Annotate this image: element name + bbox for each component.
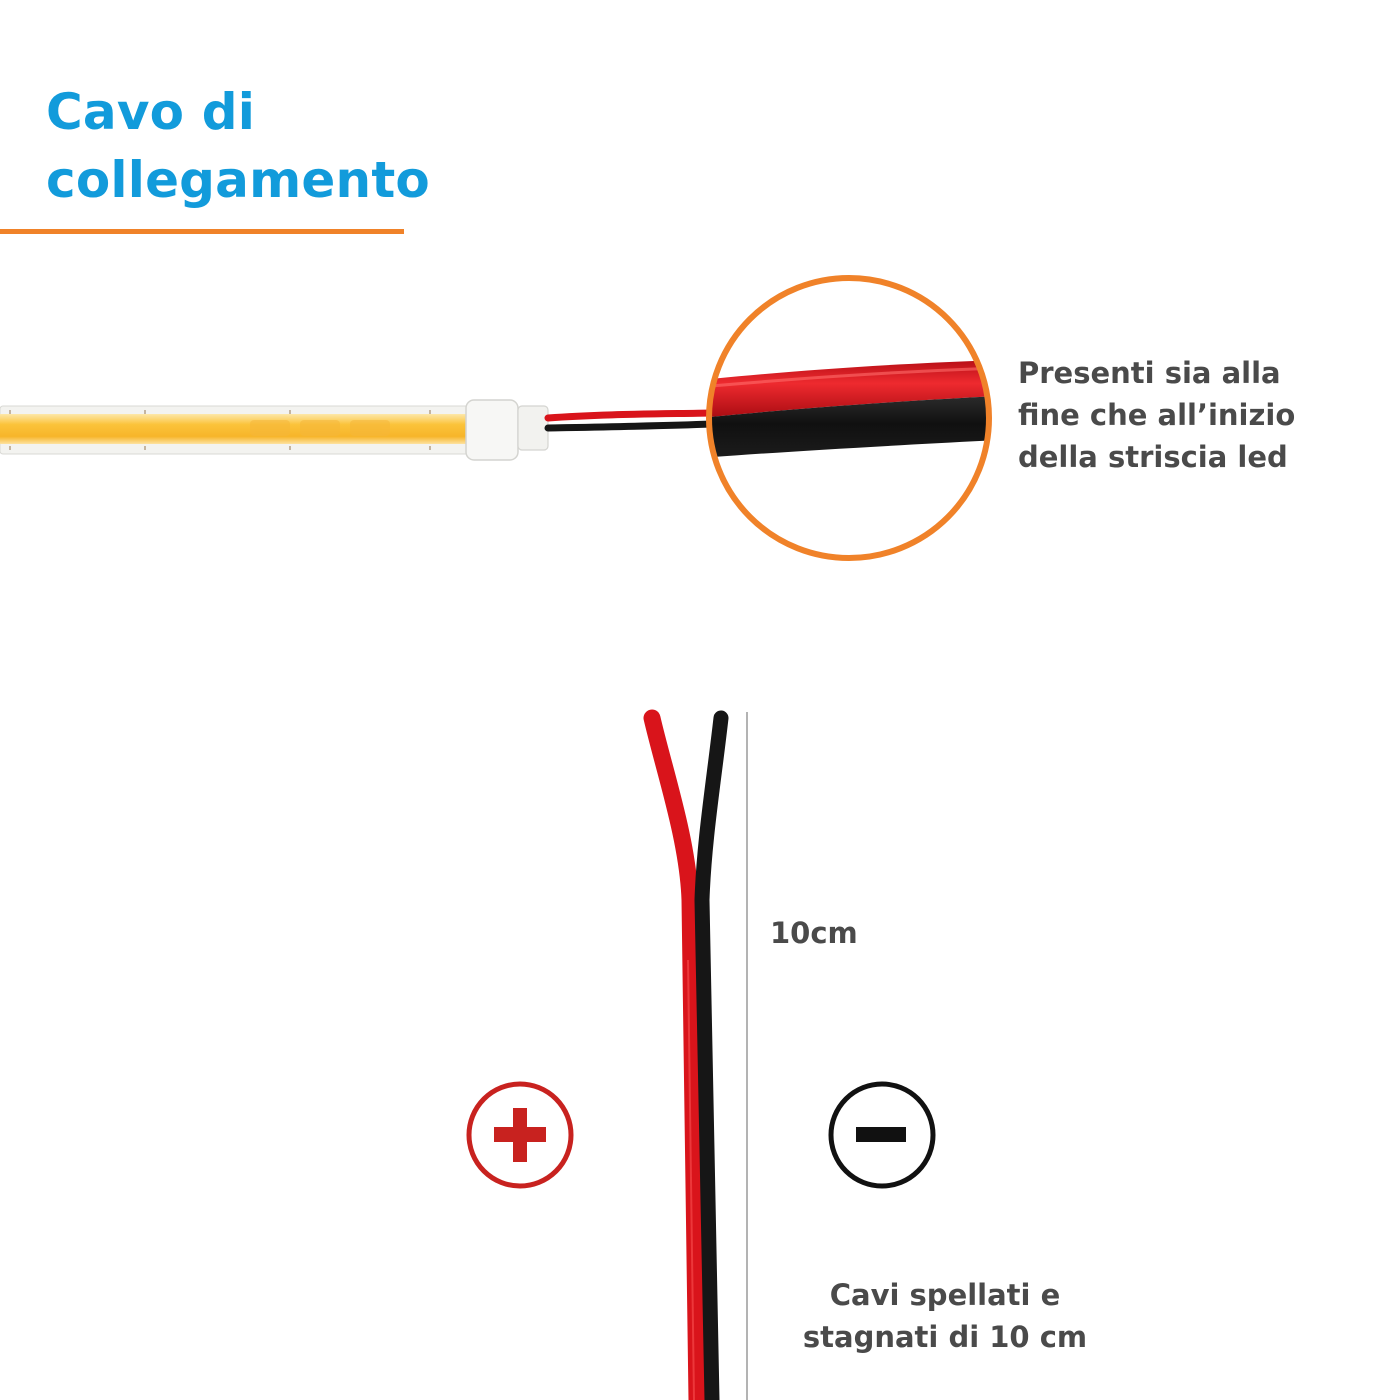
page-title: Cavo di collegamento <box>46 78 430 214</box>
plus-circle-icon <box>466 1081 574 1189</box>
page-title-line-1: Cavo di <box>46 83 256 141</box>
callout-line-1: Presenti sia alla <box>1018 356 1281 390</box>
callout-line-2: fine che all’inizio <box>1018 398 1296 432</box>
title-underline <box>0 229 404 234</box>
zoom-wires <box>711 280 987 556</box>
length-label: 10cm <box>770 916 858 950</box>
strip-wires <box>544 409 716 432</box>
minus-circle-icon <box>828 1081 936 1189</box>
cable-pair <box>643 709 729 1400</box>
zoom-circle <box>706 275 992 561</box>
callout-text: Presenti sia alla fine che all’inizio de… <box>1018 352 1358 478</box>
cable-caption-line-2: stagnati di 10 cm <box>802 1320 1088 1354</box>
led-strip <box>0 405 471 455</box>
strip-end-cap <box>465 399 549 461</box>
page-title-line-2: collegamento <box>46 151 430 209</box>
cable-caption: Cavi spellati e stagnati di 10 cm <box>780 1274 1110 1358</box>
cable-caption-line-1: Cavi spellati e <box>829 1278 1061 1312</box>
callout-line-3: della striscia led <box>1018 440 1288 474</box>
